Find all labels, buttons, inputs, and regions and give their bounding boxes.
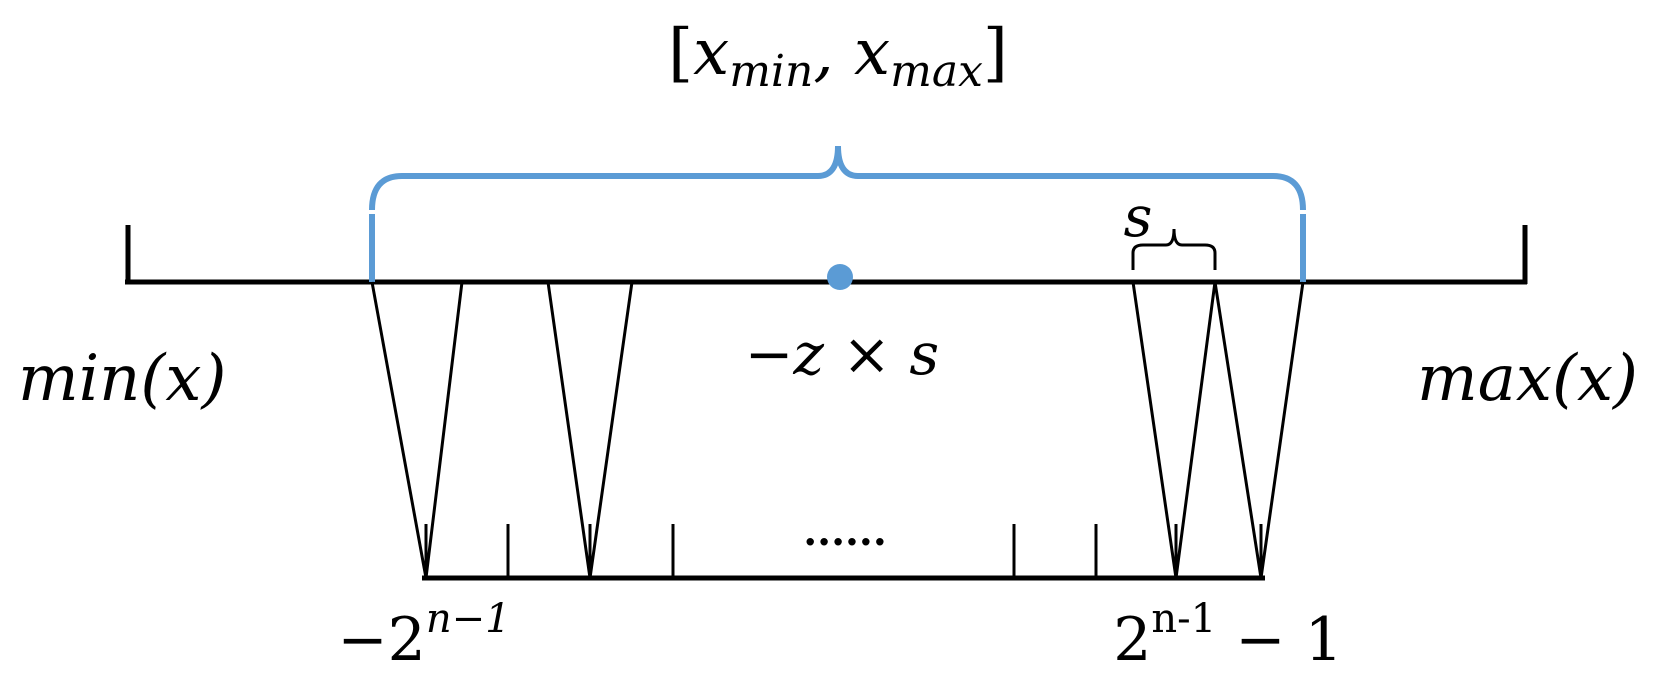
scale-brace [1131,228,1217,270]
zero-point-label: −z × s [745,320,939,388]
max-x-label: max(x) [1417,342,1638,416]
min-x-label: min(x) [18,342,226,416]
ellipsis: ...... [803,508,887,555]
bin-mapping-1 [370,281,464,579]
bin-mapping-4 [1213,281,1305,579]
bin-mapping-3 [1131,281,1217,579]
integer-ticks [424,524,1263,578]
zero-point-dot [827,264,853,290]
clip-range-label: [xmin, xmax] [668,16,1008,97]
int-max-label: 2n-1 − 1 [1113,596,1343,675]
int-min-label: −2n−1 [337,596,510,675]
real-axis [125,225,1528,285]
clip-range-bracket [369,145,1306,282]
clip-range-brace [369,145,1306,211]
scale-label: s [1124,185,1153,250]
